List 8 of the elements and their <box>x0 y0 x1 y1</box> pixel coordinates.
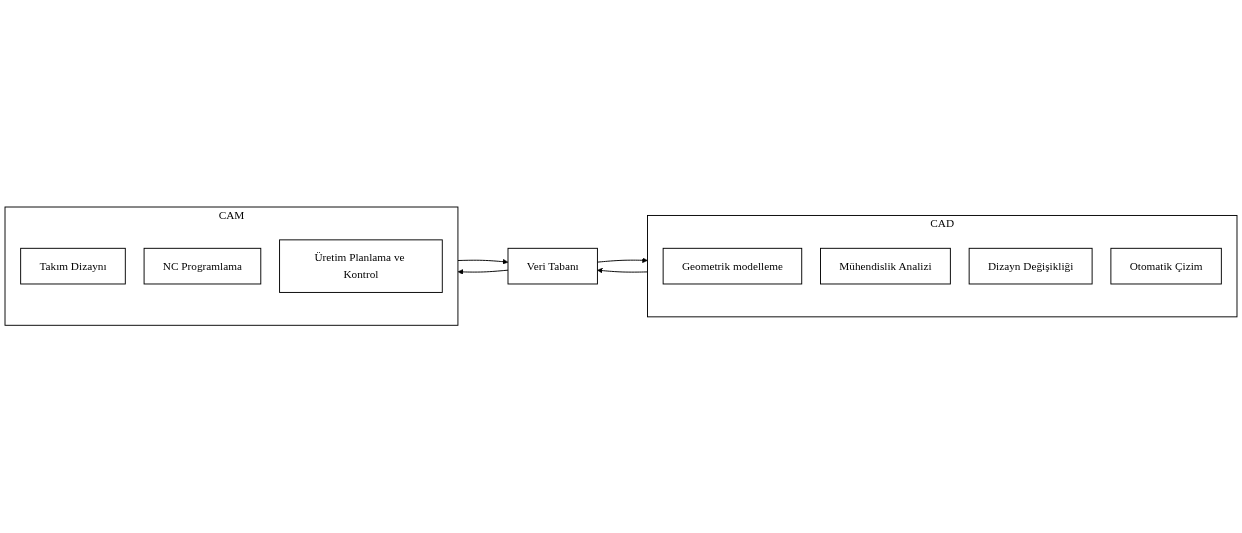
node-box: Geometrik modelleme <box>662 248 803 285</box>
node-box: Veri Tabanı <box>507 248 598 285</box>
node-box: Otomatik Çizim <box>1110 248 1222 285</box>
node-box: NC Programlama <box>143 248 262 285</box>
node-box: Takım Dizaynı <box>20 248 126 285</box>
node-box: Mühendislik Analizi <box>820 248 951 285</box>
node-box: Dizayn Değişikliği <box>968 248 1093 285</box>
node-box: Üretim Planlama ve Kontrol <box>279 239 443 294</box>
